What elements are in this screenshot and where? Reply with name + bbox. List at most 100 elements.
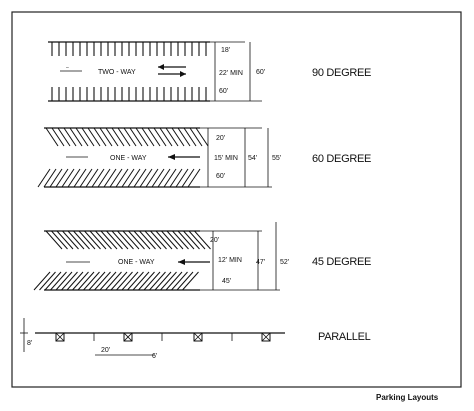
stall-line — [177, 127, 191, 147]
stall-line — [33, 271, 51, 291]
stall-line — [55, 168, 69, 188]
stall-line — [171, 127, 185, 147]
stall-line — [111, 230, 129, 250]
title-45-degree: 45 DEGREE — [312, 256, 371, 268]
stall-line — [171, 271, 188, 291]
stall-line — [62, 230, 79, 250]
stall-line — [105, 127, 119, 147]
overall-width-90: 60' — [256, 69, 265, 76]
stall-line — [159, 127, 173, 147]
stall-line — [85, 168, 99, 188]
stall-line — [153, 127, 167, 147]
stall-line — [194, 230, 211, 250]
section-90-degree: – TWO - WAY 18' 22' MIN 60' 60' 90 DEGRE… — [48, 41, 371, 102]
stall-line — [89, 230, 107, 250]
stall-line — [117, 127, 131, 147]
title-60-degree: 60 DEGREE — [312, 153, 371, 165]
stall-line — [111, 127, 125, 147]
stall-line — [50, 271, 67, 291]
stall-line — [67, 168, 81, 188]
title-parallel: PARALLEL — [318, 331, 371, 343]
stall-line — [128, 230, 145, 250]
stall-depth-60: 20' — [216, 135, 225, 142]
figure-caption: Parking Layouts — [376, 393, 439, 402]
aisle-label-45: ONE - WAY — [118, 259, 155, 266]
stall-line — [91, 168, 105, 188]
overall-inner-45: 47' — [256, 259, 265, 266]
stall-line — [145, 168, 159, 188]
marker-cross — [55, 332, 65, 342]
stall-line — [73, 230, 90, 250]
stall-line — [187, 168, 201, 188]
stall-line — [139, 168, 153, 188]
aisle-width-45: 12' MIN — [218, 257, 242, 264]
stall-line — [169, 168, 183, 188]
stall-line — [135, 127, 149, 147]
stall-line — [166, 230, 184, 250]
stall-line — [37, 168, 51, 188]
stall-line — [121, 168, 135, 188]
parking-meter-marker — [193, 332, 203, 342]
stall-line — [73, 168, 87, 188]
stall-line — [149, 271, 166, 291]
stall-line — [133, 230, 151, 250]
stall-line — [100, 230, 118, 250]
stall-line — [141, 127, 155, 147]
stall-line — [69, 127, 83, 147]
stall-line — [87, 127, 101, 147]
gap-parallel: 6' — [152, 353, 157, 360]
aisle-width-90: 22' MIN — [219, 70, 243, 77]
title-90-degree: 90 DEGREE — [312, 67, 371, 79]
stall-line — [61, 168, 75, 188]
stall-line — [163, 168, 177, 188]
one-way-arrowhead-45 — [178, 259, 185, 265]
stall-line — [151, 168, 165, 188]
stall-line — [57, 127, 71, 147]
stall-line — [103, 168, 117, 188]
stall-line — [78, 230, 96, 250]
stall-line — [157, 168, 171, 188]
stall-line — [172, 230, 189, 250]
stall-line — [45, 127, 59, 147]
stall-depth-bottom-90: 60' — [219, 88, 228, 95]
stall-line — [182, 271, 199, 291]
parallel-stalls — [55, 332, 271, 342]
marker-cross — [261, 332, 271, 342]
stall-line — [161, 230, 178, 250]
stall-line — [39, 271, 56, 291]
section-parallel: 8' 20' 6' PARALLEL — [20, 318, 371, 360]
parking-meter-marker — [123, 332, 133, 342]
stall-line — [147, 127, 161, 147]
stall-line — [51, 230, 68, 250]
stalls-top-90 — [51, 42, 207, 56]
stall-line — [117, 230, 134, 250]
stall-line — [160, 271, 177, 291]
parking-meter-marker — [261, 332, 271, 342]
stall-depth-bottom-45: 45' — [222, 278, 231, 285]
stall-line — [56, 230, 74, 250]
stall-line — [43, 168, 57, 188]
stall-line — [115, 168, 129, 188]
stall-line — [122, 230, 140, 250]
stall-line — [183, 230, 200, 250]
stall-depth-90: 18' — [221, 47, 230, 54]
stall-line — [116, 271, 133, 291]
stall-line — [129, 127, 143, 147]
marker-cross — [123, 332, 133, 342]
stall-line — [94, 271, 111, 291]
stall-width-parallel: 8' — [27, 340, 32, 347]
stall-line — [155, 230, 173, 250]
stall-line — [105, 271, 122, 291]
stall-line — [138, 271, 155, 291]
stall-line — [127, 168, 141, 188]
stall-line — [97, 168, 111, 188]
stall-line — [106, 230, 123, 250]
stall-line — [79, 168, 93, 188]
overall-outer-45: 52' — [280, 259, 289, 266]
stall-line — [177, 230, 195, 250]
stall-line — [188, 230, 206, 250]
stall-line — [154, 271, 172, 291]
stalls-top-45 — [45, 230, 211, 250]
stall-line — [165, 127, 179, 147]
